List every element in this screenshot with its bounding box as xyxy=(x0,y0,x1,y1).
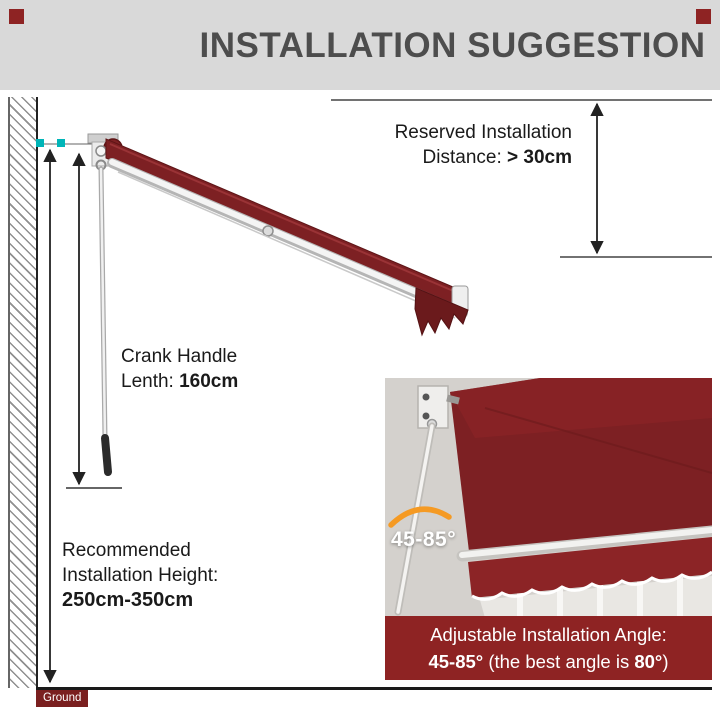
annotation-crank-handle: Crank Handle Lenth: 160cm xyxy=(121,344,238,394)
dimension-reserved-distance xyxy=(331,99,712,258)
page-title: INSTALLATION SUGGESTION xyxy=(199,26,706,65)
dimension-installation-height xyxy=(36,139,96,684)
reserved-value: > 30cm xyxy=(507,147,572,168)
ground-line xyxy=(36,687,712,690)
crank-line1: Crank Handle xyxy=(121,346,238,367)
corner-accent-right xyxy=(696,9,711,24)
caption-angle-range: 45-85° xyxy=(428,651,484,672)
height-line1: Recommended xyxy=(62,540,191,561)
annotation-installation-height: Recommended Installation Height: 250cm-3… xyxy=(62,538,218,613)
header: INSTALLATION SUGGESTION xyxy=(0,0,720,90)
caption-line1: Adjustable Installation Angle: xyxy=(430,624,667,645)
caption-mid: (the best angle is xyxy=(483,651,635,672)
ground-text: Ground xyxy=(43,692,82,704)
angle-arc xyxy=(388,506,452,528)
inset-photo: 45-85° Adjustable Installation Angle: 45… xyxy=(385,378,712,680)
crank-line2-prefix: Lenth: xyxy=(121,371,180,392)
teal-marker-right xyxy=(57,139,65,147)
height-value: 250cm-350cm xyxy=(62,589,194,611)
wall-hatch xyxy=(8,97,38,688)
inset-illustration xyxy=(385,378,712,618)
ground-label: Ground xyxy=(36,690,89,707)
reserved-line2-prefix: Distance: xyxy=(422,147,508,168)
reserved-line1: Reserved Installation xyxy=(394,122,572,143)
caption-end: ) xyxy=(662,651,669,672)
corner-accent-left xyxy=(9,9,24,24)
valance xyxy=(414,287,469,337)
annotation-reserved-distance: Reserved Installation Distance: > 30cm xyxy=(395,120,572,170)
crank-value: 160cm xyxy=(179,371,239,392)
dimension-crank-length xyxy=(66,152,122,489)
inset-caption: Adjustable Installation Angle: 45-85° (t… xyxy=(385,616,712,680)
height-line2: Installation Height: xyxy=(62,565,219,586)
angle-label: 45-85° xyxy=(391,528,457,551)
caption-best-angle: 80° xyxy=(634,651,663,672)
teal-marker-left xyxy=(36,139,44,147)
awning-graphic xyxy=(87,133,469,476)
